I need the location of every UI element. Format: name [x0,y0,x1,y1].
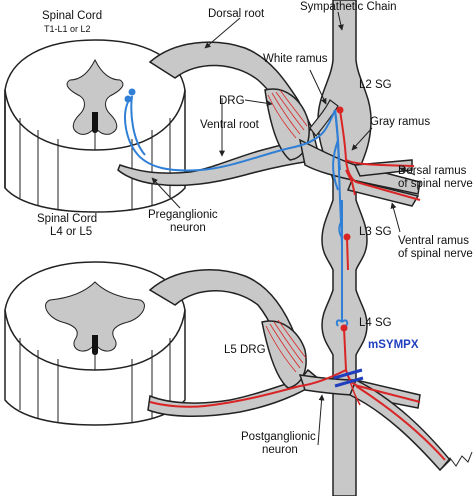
postganglionic-neuron-l3 [343,233,351,271]
label-ventral-ramus-2: of spinal nerve [398,248,473,260]
label-white-ramus: White ramus [263,53,328,65]
central-canal-lower [92,335,98,355]
labels: Sympathetic Chain Spinal Cord T1-L1 or L… [37,1,473,456]
label-l2-sg: L2 SG [359,79,392,91]
label-gray-ramus: Gray ramus [370,116,430,128]
sympathetic-chain-trunk [317,0,372,496]
preganglionic-neuron [124,88,349,327]
preganglionic-soma-1 [128,88,136,96]
label-dorsal-ramus-2: of spinal nerve [398,178,473,190]
central-canal-upper [92,112,98,133]
label-spinal-cord-bottom-1: Spinal Cord [37,213,97,225]
label-spinal-cord-top-1: Spinal Cord [42,10,102,22]
label-spinal-cord-top-2: T1-L1 or L2 [44,24,91,34]
label-ventral-ramus-1: Ventral ramus [398,235,469,247]
msympx-cut-marker [333,368,364,388]
label-dorsal-root: Dorsal root [208,8,265,20]
pointer-lines [151,11,416,446]
spinal-cord-upper [4,39,186,213]
label-drg: DRG [219,95,245,107]
preganglionic-soma-2 [124,95,132,103]
label-l4-sg: L4 SG [359,317,392,329]
label-msympx: mSYMPX [368,339,419,351]
label-l5-drg: L5 DRG [224,344,266,356]
label-preganglionic-1: Preganglionic [148,209,218,221]
label-ventral-root: Ventral root [200,119,260,131]
label-postganglionic-2: neuron [262,444,298,456]
label-dorsal-ramus-1: Dorsal ramus [398,165,467,177]
upper-spinal-nerve [117,41,421,207]
postganglionic-neuron-l2 [336,106,421,201]
label-sympathetic-chain: Sympathetic Chain [300,1,397,13]
label-preganglionic-2: neuron [170,222,206,234]
label-l3-sg: L3 SG [359,226,392,238]
label-postganglionic-1: Postganglionic [241,431,316,443]
label-spinal-cord-bottom-2: L4 or L5 [50,226,92,238]
lower-spinal-nerve [147,269,473,472]
spinal-cord-lower [4,261,186,426]
